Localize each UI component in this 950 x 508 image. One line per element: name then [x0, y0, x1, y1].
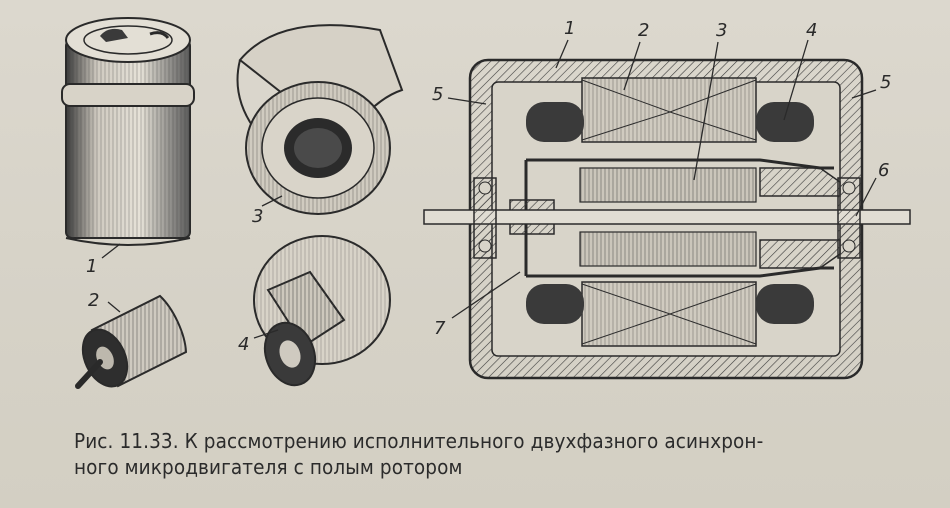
label-end-shield-right: 5 [880, 72, 891, 93]
label-shaft: 6 [878, 160, 889, 181]
label-cup: 1 [86, 256, 97, 277]
motor-figure: 1 2 3 4 1 2 3 4 5 5 6 7 [0, 0, 950, 420]
motor-cross-section [424, 60, 910, 378]
label-inner-stator: 4 [238, 334, 249, 355]
figure-caption: Рис. 11.33. К рассмотрению исполнительно… [74, 428, 894, 480]
stator-ring-drawing [238, 25, 403, 214]
label-outer-stator: 2 [638, 20, 649, 41]
label-end-shield-left: 5 [432, 84, 443, 105]
label-rotor-hub: 7 [434, 318, 446, 339]
cup-housing-drawing [62, 18, 194, 245]
label-housing: 1 [564, 18, 575, 39]
label-small-rotor: 2 [88, 290, 99, 311]
label-winding: 4 [806, 20, 817, 41]
label-stator-ring: 3 [252, 206, 263, 227]
label-hollow-rotor: 3 [716, 20, 727, 41]
inner-stator-drawing [254, 236, 390, 392]
caption-line-1: Рис. 11.33. К рассмотрению исполнительно… [74, 428, 894, 454]
caption-line-2: ного микродвигателя с полым ротором [74, 454, 894, 480]
